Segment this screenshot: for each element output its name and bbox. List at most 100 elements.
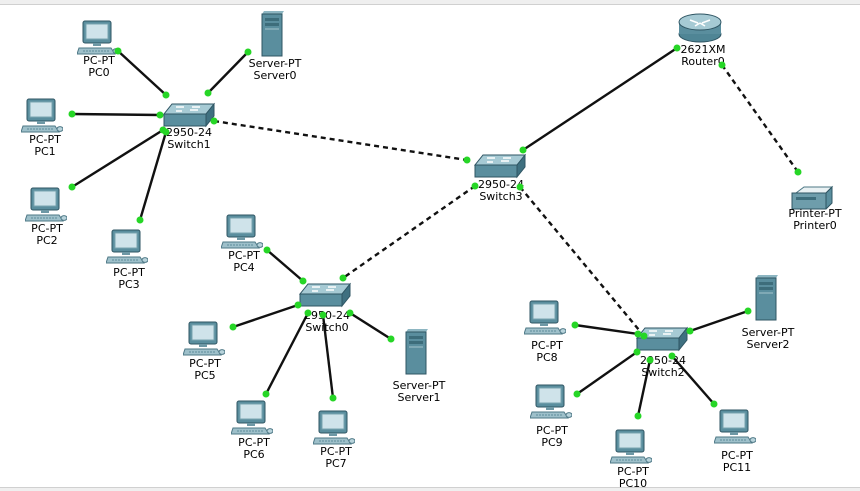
link-switch2-pc8[interactable]	[574, 323, 639, 336]
link-switch2-pc10[interactable]	[636, 359, 652, 417]
server-icon	[261, 11, 284, 57]
link-switch0-pc5[interactable]	[232, 303, 299, 329]
router0-device[interactable]	[677, 12, 723, 44]
pc0-device[interactable]	[76, 20, 120, 56]
port-status-indicator	[673, 44, 681, 52]
link-switch3-switch0[interactable]	[342, 185, 476, 279]
pc10-device[interactable]	[609, 429, 653, 465]
device-name-label: PC2	[36, 234, 58, 247]
port-status-indicator	[229, 323, 237, 331]
port-status-indicator	[573, 390, 581, 398]
link-switch0-server1[interactable]	[349, 311, 392, 341]
link-switch0-pc4[interactable]	[266, 249, 304, 282]
switch-icon	[473, 153, 527, 179]
switch3-device[interactable]	[473, 153, 527, 181]
link-switch1-switch3[interactable]	[213, 119, 468, 162]
port-status-indicator	[463, 156, 471, 164]
device-name-label: Router0	[681, 55, 725, 68]
device-name-label: PC8	[536, 351, 558, 364]
pc3-device[interactable]	[105, 229, 149, 265]
pc7-device[interactable]	[312, 410, 356, 446]
port-status-indicator	[516, 183, 524, 191]
device-model-label: 2950-24	[304, 309, 350, 322]
port-status-indicator	[646, 356, 654, 364]
link-switch3-router0[interactable]	[522, 46, 678, 152]
server1-device[interactable]	[404, 329, 428, 375]
pc4-device[interactable]	[220, 214, 264, 250]
device-name-label: Switch2	[641, 366, 685, 379]
link-switch1-pc1[interactable]	[71, 112, 161, 117]
device-model-label: PC-PT	[228, 249, 260, 262]
device-model-label: PC-PT	[189, 357, 221, 370]
link-switch1-pc0[interactable]	[117, 50, 167, 96]
pc-icon	[220, 214, 264, 249]
device-name-label: PC10	[618, 477, 648, 490]
port-status-indicator	[114, 47, 122, 55]
pc2-device[interactable]	[24, 187, 68, 223]
server-icon	[755, 275, 778, 321]
switch2-device[interactable]	[635, 326, 689, 354]
device-name-label: PC9	[541, 436, 563, 449]
link-switch1-pc2[interactable]	[71, 128, 164, 189]
pc11-device[interactable]	[713, 409, 757, 445]
port-status-indicator	[668, 352, 676, 360]
port-status-indicator	[162, 91, 170, 99]
device-name-label: PC6	[243, 448, 265, 461]
link-switch2-server2[interactable]	[689, 309, 749, 333]
device-model-label: Server-PT	[741, 326, 795, 339]
pc9-device[interactable]	[529, 384, 573, 420]
switch1-device[interactable]	[162, 102, 216, 130]
link-router0-printer0[interactable]	[721, 64, 799, 173]
device-model-label: PC-PT	[536, 424, 568, 437]
link-switch0-pc6[interactable]	[264, 312, 310, 395]
pc-icon	[312, 410, 356, 445]
port-status-indicator	[794, 168, 802, 176]
switch0-device[interactable]	[298, 282, 352, 310]
link-switch2-pc9[interactable]	[576, 351, 638, 395]
device-model-label: Printer-PT	[788, 207, 842, 220]
server0-device[interactable]	[260, 11, 284, 57]
port-status-indicator	[304, 309, 312, 317]
device-model-label: PC-PT	[617, 465, 649, 478]
pc-icon	[20, 98, 64, 133]
device-model-label: Server-PT	[392, 379, 446, 392]
pc-icon	[609, 429, 653, 464]
link-switch0-pc7[interactable]	[321, 314, 335, 399]
link-switch1-pc3[interactable]	[138, 131, 168, 221]
pc-icon	[24, 187, 68, 222]
link-switch2-pc11[interactable]	[671, 355, 715, 405]
pc6-device[interactable]	[230, 400, 274, 436]
device-model-label: PC-PT	[113, 266, 145, 279]
switch-icon	[298, 282, 352, 308]
port-status-indicator	[718, 61, 726, 69]
pc8-device[interactable]	[523, 300, 567, 336]
device-model-label: PC-PT	[238, 436, 270, 449]
device-name-label: Printer0	[793, 219, 837, 232]
link-switch1-server0[interactable]	[207, 51, 249, 94]
pc5-device[interactable]	[182, 321, 226, 357]
top-frame-edge	[0, 0, 860, 5]
device-name-label: Server2	[746, 338, 790, 351]
port-status-indicator	[633, 348, 641, 356]
server2-device[interactable]	[754, 275, 778, 321]
device-name-label: PC4	[233, 261, 255, 274]
pc1-device[interactable]	[20, 98, 64, 134]
port-status-indicator	[387, 335, 395, 343]
device-model-label: PC-PT	[29, 133, 61, 146]
port-status-indicator	[329, 394, 337, 402]
device-model-label: Server-PT	[248, 57, 302, 70]
printer0-device[interactable]	[790, 185, 834, 211]
device-model-label: PC-PT	[721, 449, 753, 462]
